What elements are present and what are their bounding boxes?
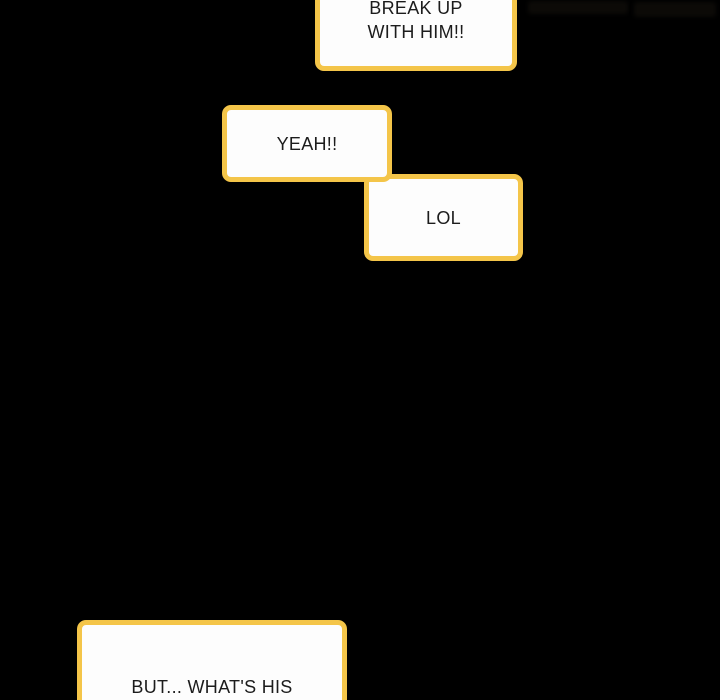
- speech-bubble-lol: LOL: [364, 174, 523, 261]
- speech-bubble-text: LOL: [426, 207, 461, 228]
- speech-bubble-yeah: YEAH!!: [222, 105, 392, 182]
- speech-bubble-text: BUT... WHAT'S HIS: [131, 677, 293, 697]
- speech-bubble-text: YEAH!!: [276, 133, 338, 154]
- speech-bubble-text: BREAK UP WITH HIM!!: [367, 0, 465, 42]
- faint-smudge-artifact: [634, 2, 716, 17]
- speech-bubble-breakup: BREAK UP WITH HIM!!: [315, 0, 517, 71]
- faint-smudge-artifact: [528, 1, 628, 14]
- speech-bubble-but-whats-his: BUT... WHAT'S HIS: [77, 620, 347, 700]
